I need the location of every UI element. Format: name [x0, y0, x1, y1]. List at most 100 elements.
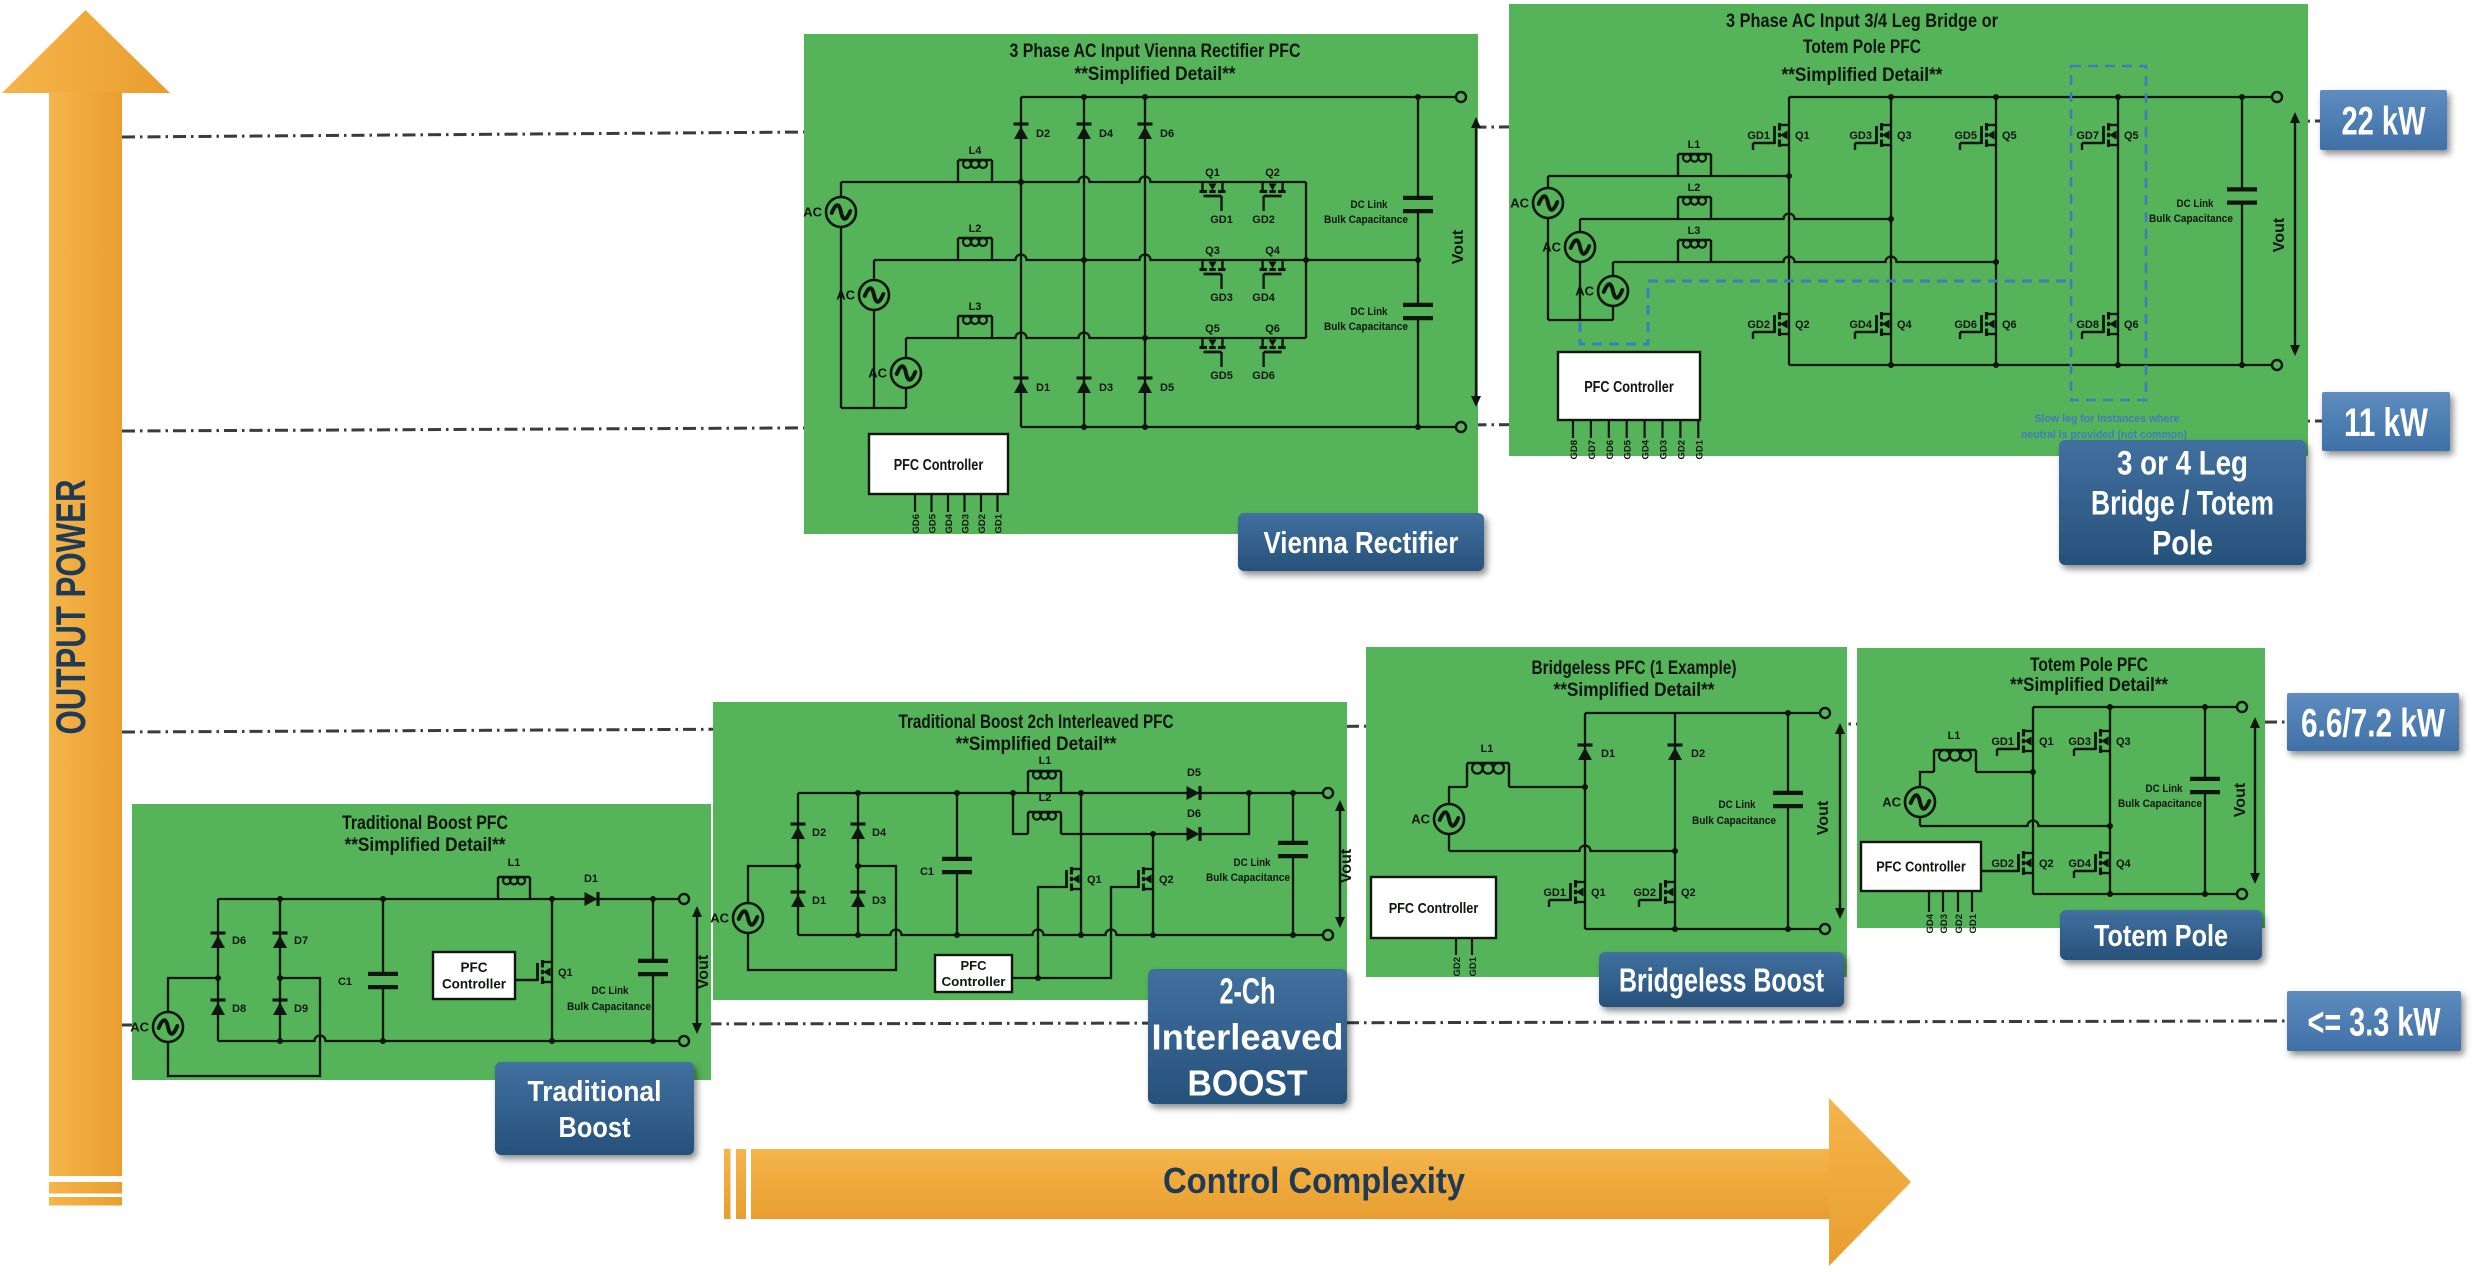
svg-text:GD6: GD6 — [1252, 370, 1275, 382]
svg-text:Pole: Pole — [2152, 525, 2213, 563]
svg-text:GD4: GD4 — [1252, 292, 1276, 304]
svg-text:BOOST: BOOST — [1188, 1062, 1308, 1103]
svg-text:GD1: GD1 — [1991, 736, 2014, 748]
svg-text:D5: D5 — [1160, 382, 1174, 394]
svg-text:GD2: GD2 — [1954, 914, 1965, 934]
svg-text:Totem Pole PFC: Totem Pole PFC — [2030, 654, 2148, 676]
svg-text:D3: D3 — [1099, 382, 1113, 394]
svg-text:AC: AC — [1411, 812, 1430, 827]
svg-text:PFC: PFC — [961, 958, 988, 973]
svg-text:D4: D4 — [1099, 128, 1114, 140]
svg-text:AC: AC — [1510, 196, 1529, 211]
svg-text:Q4: Q4 — [1897, 319, 1913, 331]
svg-text:GD5: GD5 — [1623, 439, 1634, 459]
svg-text:DC Link: DC Link — [1351, 199, 1389, 211]
svg-text:GD3: GD3 — [1659, 440, 1670, 460]
svg-text:**Simplified Detail**: **Simplified Detail** — [1554, 679, 1715, 701]
svg-text:2-Ch: 2-Ch — [1220, 970, 1276, 1011]
svg-text:Control Complexity: Control Complexity — [1163, 1160, 1465, 1201]
svg-text:Bulk Capacitance: Bulk Capacitance — [1324, 214, 1408, 226]
svg-text:GD5: GD5 — [1210, 370, 1233, 382]
svg-text:AC: AC — [803, 205, 822, 220]
svg-text:C1: C1 — [920, 866, 934, 878]
svg-text:AC: AC — [1882, 795, 1901, 810]
svg-text:D5: D5 — [1187, 767, 1201, 779]
svg-text:L2: L2 — [969, 223, 982, 235]
svg-text:Q6: Q6 — [2124, 319, 2139, 331]
svg-text:D1: D1 — [812, 895, 826, 907]
svg-text:GD4: GD4 — [944, 513, 955, 533]
svg-text:<= 3.3 kW: <= 3.3 kW — [2308, 1000, 2441, 1044]
svg-text:GD4: GD4 — [2068, 858, 2092, 870]
svg-text:GD8: GD8 — [1569, 440, 1580, 460]
svg-text:Bulk Capacitance: Bulk Capacitance — [2118, 798, 2202, 810]
svg-text:Q3: Q3 — [2116, 736, 2131, 748]
svg-text:neutral is provided (not commo: neutral is provided (not common) — [2021, 429, 2187, 441]
svg-text:Controller: Controller — [942, 974, 1006, 989]
svg-text:L4: L4 — [969, 145, 983, 157]
svg-text:GD2: GD2 — [1452, 957, 1463, 977]
svg-text:DC Link: DC Link — [1351, 306, 1389, 318]
svg-text:Bulk Capacitance: Bulk Capacitance — [1692, 815, 1776, 827]
svg-text:Totem Pole PFC: Totem Pole PFC — [1803, 36, 1921, 58]
svg-text:L1: L1 — [1039, 755, 1052, 767]
svg-text:L3: L3 — [1688, 225, 1701, 237]
svg-text:GD3: GD3 — [961, 514, 972, 534]
svg-text:Q2: Q2 — [1265, 167, 1280, 179]
svg-text:GD4: GD4 — [1849, 319, 1873, 331]
svg-text:OUTPUT POWER: OUTPUT POWER — [47, 480, 94, 735]
svg-text:Vout: Vout — [695, 954, 712, 989]
svg-text:D2: D2 — [812, 827, 826, 839]
svg-text:D2: D2 — [1036, 128, 1050, 140]
svg-text:Bulk Capacitance: Bulk Capacitance — [1324, 321, 1408, 333]
svg-text:GD4: GD4 — [1925, 913, 1936, 933]
svg-text:GD3: GD3 — [1849, 130, 1872, 142]
svg-text:**Simplified Detail**: **Simplified Detail** — [1782, 64, 1943, 86]
svg-text:GD5: GD5 — [928, 513, 939, 533]
svg-text:Bulk Capacitance: Bulk Capacitance — [1206, 872, 1290, 884]
svg-text:D9: D9 — [294, 1003, 308, 1015]
svg-text:C1: C1 — [338, 976, 352, 988]
svg-text:D1: D1 — [1036, 382, 1050, 394]
svg-text:GD2: GD2 — [1252, 214, 1275, 226]
svg-text:PFC Controller: PFC Controller — [1876, 860, 1966, 876]
svg-text:Slow leg for instances where: Slow leg for instances where — [2035, 413, 2180, 425]
svg-text:**Simplified Detail**: **Simplified Detail** — [956, 733, 1117, 755]
svg-text:GD2: GD2 — [1633, 887, 1656, 899]
svg-text:DC Link: DC Link — [1719, 799, 1757, 811]
svg-text:D6: D6 — [232, 935, 246, 947]
svg-text:Vout: Vout — [1338, 848, 1355, 883]
svg-text:Q4: Q4 — [2116, 858, 2132, 870]
svg-text:GD1: GD1 — [1968, 913, 1979, 933]
svg-text:Totem Pole: Totem Pole — [2094, 918, 2228, 953]
svg-text:GD3: GD3 — [2068, 736, 2091, 748]
svg-text:Bridgeless Boost: Bridgeless Boost — [1619, 961, 1824, 998]
svg-text:DC Link: DC Link — [592, 985, 630, 997]
svg-text:Bulk Capacitance: Bulk Capacitance — [567, 1001, 651, 1013]
svg-text:D4: D4 — [872, 827, 887, 839]
svg-text:Boost: Boost — [559, 1112, 631, 1144]
svg-text:GD1: GD1 — [1694, 439, 1705, 459]
svg-text:Bridgeless PFC (1 Example): Bridgeless PFC (1 Example) — [1532, 657, 1737, 679]
svg-text:Q2: Q2 — [1795, 319, 1810, 331]
svg-text:GD3: GD3 — [1939, 914, 1950, 934]
svg-text:GD1: GD1 — [1543, 887, 1566, 899]
svg-text:L1: L1 — [1688, 139, 1701, 151]
svg-text:Vout: Vout — [2232, 782, 2249, 817]
svg-text:Q1: Q1 — [1087, 874, 1102, 886]
svg-text:3 Phase AC Input Vienna Rectif: 3 Phase AC Input Vienna Rectifier PFC — [1010, 40, 1301, 62]
svg-text:AC: AC — [1542, 240, 1561, 255]
svg-text:GD3: GD3 — [1210, 292, 1233, 304]
svg-text:Q2: Q2 — [1159, 874, 1174, 886]
svg-text:L2: L2 — [1688, 182, 1701, 194]
svg-text:GD7: GD7 — [1587, 440, 1598, 460]
svg-text:GD6: GD6 — [1605, 440, 1616, 460]
svg-text:L1: L1 — [1481, 743, 1494, 755]
svg-text:D1: D1 — [584, 873, 598, 885]
svg-text:AC: AC — [836, 288, 855, 303]
svg-text:GD1: GD1 — [1468, 956, 1479, 976]
svg-text:AC: AC — [868, 366, 887, 381]
svg-text:Vienna Rectifier: Vienna Rectifier — [1264, 525, 1459, 560]
svg-text:Q1: Q1 — [558, 967, 573, 979]
svg-text:Traditional Boost 2ch Interlea: Traditional Boost 2ch Interleaved PFC — [899, 711, 1174, 733]
